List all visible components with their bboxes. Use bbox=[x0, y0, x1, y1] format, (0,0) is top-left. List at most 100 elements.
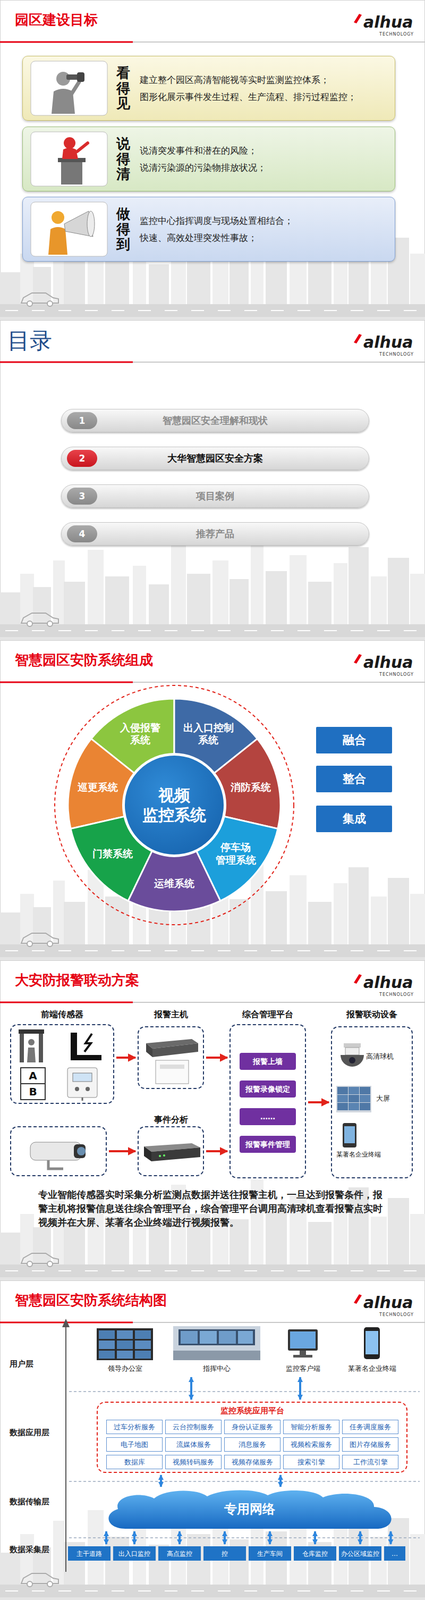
shape bbox=[84, 1032, 92, 1051]
road-mark bbox=[31, 629, 45, 631]
connector bbox=[206, 1055, 228, 1058]
shape bbox=[77, 1145, 86, 1155]
layer-separator bbox=[69, 1479, 420, 1481]
user-caption: 领导办公室 bbox=[93, 1363, 157, 1372]
road-mark bbox=[58, 309, 72, 311]
skyline-building bbox=[53, 559, 65, 624]
shape bbox=[146, 1042, 153, 1057]
shape bbox=[348, 1101, 360, 1110]
road-mark bbox=[164, 629, 178, 631]
skyline-building bbox=[333, 562, 348, 624]
shape bbox=[359, 1085, 371, 1094]
sector-label: 运维系统 bbox=[154, 876, 195, 890]
logo-tagline: TECHNOLOGY bbox=[379, 671, 414, 677]
slide-node: 智慧园区安防系统组成入侵报警 系统出入口控制 系统巡更系统视频 监控系统消防系统… bbox=[0, 639, 425, 957]
header-accent bbox=[0, 41, 133, 44]
hub-node: 视频 监控系统 bbox=[122, 752, 227, 857]
shape bbox=[337, 1101, 348, 1110]
shape bbox=[359, 1093, 371, 1102]
shape bbox=[134, 1339, 151, 1348]
connector bbox=[105, 1530, 108, 1543]
service-text: 消息服务 bbox=[224, 1439, 280, 1448]
road-mark bbox=[324, 1269, 337, 1271]
service-text: 过车分析服务 bbox=[106, 1421, 163, 1430]
service-text: 任务调度服务 bbox=[342, 1421, 398, 1430]
slide-ground bbox=[0, 0, 425, 317]
col-node: 生产车间 bbox=[248, 1544, 292, 1560]
purple-node: 报警上墙 bbox=[239, 1051, 296, 1069]
logo-tagline: TECHNOLOGY bbox=[379, 31, 414, 38]
road bbox=[0, 1583, 425, 1596]
road-mark bbox=[217, 949, 231, 951]
vertical-heading: 说得清 bbox=[116, 136, 131, 182]
road-mark bbox=[270, 1588, 284, 1591]
road bbox=[0, 943, 425, 957]
road-mark bbox=[138, 629, 151, 631]
user-caption: 监控客户端 bbox=[276, 1363, 330, 1372]
row-node: 说得清说清突发事件和潜在的风险；说清污染源的污染物排放状况； bbox=[22, 126, 396, 192]
road-mark bbox=[164, 949, 178, 951]
skyline-building bbox=[348, 866, 369, 944]
row-node: 看得见建立整个园区高清智能视等实时监测监控体系；图形化展示事件发生过程、生产流程… bbox=[22, 55, 396, 121]
user-node: 领导办公室 bbox=[93, 1324, 157, 1374]
skyline-building bbox=[105, 575, 130, 624]
sector-label: 消防系统 bbox=[230, 780, 271, 794]
col-node: 主干道路 bbox=[68, 1544, 111, 1560]
road-mark bbox=[191, 1269, 204, 1271]
shape bbox=[348, 1093, 360, 1102]
road bbox=[0, 623, 425, 637]
svc-node: 数据库 bbox=[106, 1453, 163, 1468]
skyline-building bbox=[105, 895, 130, 944]
collection-point-text: 生产车间 bbox=[248, 1548, 292, 1557]
skyline-building bbox=[0, 911, 22, 944]
road-mark bbox=[111, 1269, 125, 1271]
road-mark bbox=[85, 1588, 98, 1591]
shape bbox=[180, 1329, 198, 1343]
logo-tagline: TECHNOLOGY bbox=[379, 1311, 414, 1317]
skyline-building bbox=[20, 893, 34, 944]
road-mark bbox=[111, 1588, 125, 1591]
skyline-building bbox=[212, 559, 229, 624]
road-mark bbox=[58, 629, 72, 631]
skyline-building bbox=[387, 557, 410, 624]
column-heading: 综合管理平台 bbox=[209, 1008, 327, 1019]
car-wheel bbox=[47, 620, 53, 626]
road bbox=[0, 1263, 425, 1277]
dash-node bbox=[10, 1125, 107, 1176]
road-mark bbox=[31, 949, 45, 951]
shape bbox=[87, 210, 95, 237]
svc-node: 搜索引擎 bbox=[283, 1453, 340, 1468]
service-text: 电子地图 bbox=[106, 1439, 163, 1448]
layer-separator bbox=[69, 1535, 420, 1537]
sign-letter: A bbox=[28, 1068, 37, 1082]
skyline-building bbox=[148, 264, 169, 304]
connector bbox=[223, 1530, 226, 1543]
road-mark bbox=[350, 1269, 364, 1271]
skyline-building bbox=[105, 1535, 130, 1584]
device-label: 某著名企业终端 bbox=[336, 1149, 381, 1158]
layer-name: 数据采集层 bbox=[9, 1543, 50, 1553]
svc-node: 身份认证服务 bbox=[224, 1418, 281, 1433]
service-text: 图片存储服务 bbox=[342, 1439, 398, 1448]
purple-node: 报警录像锁定 bbox=[239, 1079, 296, 1097]
user-caption: 指挥中心 bbox=[173, 1363, 261, 1372]
purple-node: 报警事件管理 bbox=[239, 1134, 296, 1152]
road-mark bbox=[85, 1269, 98, 1271]
road-mark bbox=[377, 309, 390, 311]
road-mark bbox=[270, 309, 284, 311]
goal-line: 说清突发事件和潜在的风险； bbox=[139, 145, 258, 156]
connector bbox=[308, 1100, 329, 1103]
description: 专业智能传感器实时采集分析监测点数据并送往报警主机，一旦达到报警条件，报警主机将… bbox=[38, 1186, 387, 1229]
skyline-building bbox=[410, 1532, 425, 1584]
logo-mark bbox=[353, 1293, 362, 1303]
device-icon bbox=[11, 1126, 106, 1175]
service-text: 流媒体服务 bbox=[165, 1439, 221, 1448]
sector-label: 门禁系统 bbox=[92, 846, 133, 860]
skyline-building bbox=[348, 546, 369, 624]
road-mark bbox=[191, 309, 204, 311]
cloud-node: 专用网络 bbox=[102, 1487, 398, 1528]
shape bbox=[67, 1066, 98, 1097]
plat-node: 监控系统应用平台过车分析服务云台控制服务身份认证服务智能分析服务任务调度服务电子… bbox=[96, 1400, 408, 1472]
road-mark bbox=[217, 629, 231, 631]
